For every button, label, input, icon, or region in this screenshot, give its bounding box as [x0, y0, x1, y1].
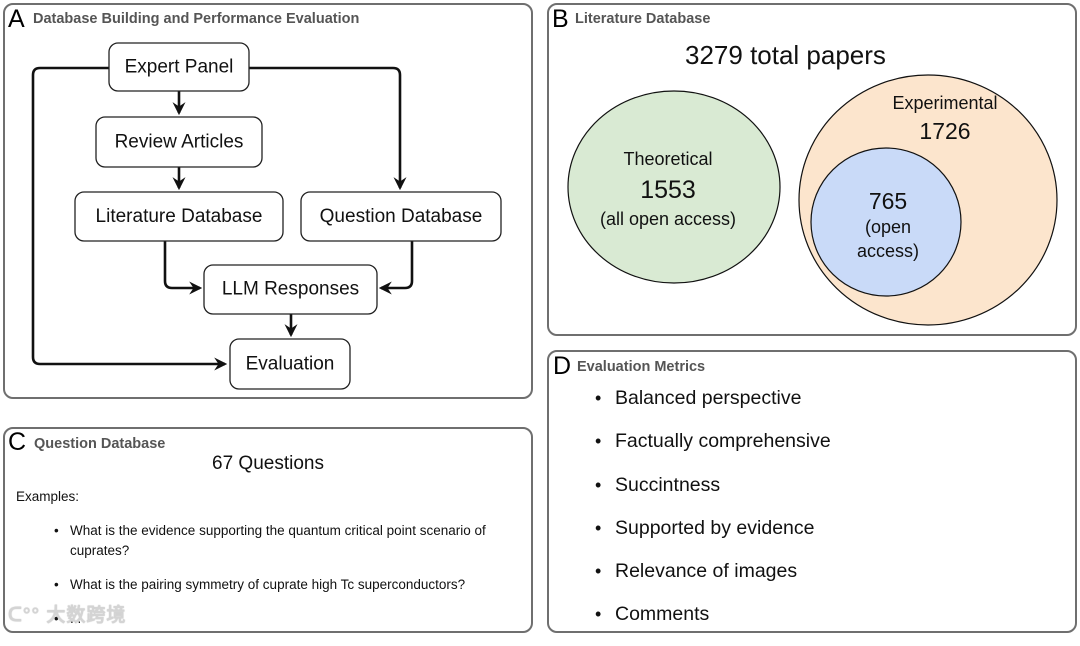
flowchart: Expert Panel Review Articles Literature …: [31, 41, 502, 390]
metric-item: •Factually comprehensive: [595, 430, 831, 453]
theoretical-note: (all open access): [599, 209, 735, 229]
panel-letter: B: [552, 5, 569, 33]
question-item: •...: [54, 611, 82, 626]
node-llm-responses: LLM Responses: [202, 263, 378, 315]
panel-letter: C: [8, 428, 27, 456]
node-expert-panel: Expert Panel: [107, 41, 250, 92]
edge-expert-to-evaluation: [31, 66, 227, 370]
watermark-logo-icon: ᑕ°°: [8, 605, 41, 626]
question-item: •What is the pairing symmetry of cuprate…: [54, 577, 466, 592]
metric-item: •Balanced perspective: [595, 387, 802, 409]
metric-item: •Comments: [595, 603, 710, 626]
svg-text:Literature Database: Literature Database: [95, 206, 262, 227]
experimental-count: 1726: [919, 118, 970, 144]
edge-expert-to-question: [242, 66, 406, 190]
node-question-database: Question Database: [299, 190, 502, 242]
panel-literature-database: B Literature Database 3279 total papers …: [547, 3, 1077, 336]
panel-question-database: C Question Database 67 Questions Example…: [3, 427, 533, 633]
watermark: ᑕ°° 大数跨境: [8, 605, 127, 626]
question-item: •What is the evidence supporting the qua…: [54, 523, 486, 558]
theoretical-count: 1553: [640, 176, 696, 204]
total-papers: 3279 total papers: [685, 40, 886, 70]
svg-text:LLM Responses: LLM Responses: [221, 278, 358, 299]
panel-letter: D: [553, 352, 572, 380]
metric-item: •Supported by evidence: [595, 516, 815, 539]
theoretical-circle: [566, 89, 781, 284]
examples-label: Examples:: [16, 489, 80, 504]
experimental-label: Experimental: [892, 93, 997, 113]
theoretical-label: Theoretical: [623, 149, 712, 169]
open-access-note-1: (open: [864, 217, 910, 237]
question-count: 67 Questions: [212, 453, 324, 474]
edge-literature-to-llm: [163, 240, 202, 294]
panel-evaluation-metrics: D Evaluation Metrics •Balanced perspecti…: [547, 350, 1077, 633]
open-access-circle: [809, 146, 962, 297]
panel-letter: A: [8, 5, 25, 33]
panel-title: Database Building and Performance Evalua…: [33, 11, 360, 27]
panel-database-building: A Database Building and Performance Eval…: [3, 3, 533, 399]
svg-text:Review Articles: Review Articles: [114, 131, 243, 152]
panel-title: Evaluation Metrics: [577, 359, 706, 375]
node-evaluation: Evaluation: [228, 337, 351, 390]
svg-text:Expert Panel: Expert Panel: [124, 56, 233, 77]
open-access-note-2: access): [856, 241, 918, 261]
svg-text:Evaluation: Evaluation: [245, 353, 334, 374]
open-access-count: 765: [868, 188, 906, 214]
panel-title: Literature Database: [575, 11, 711, 27]
venn-diagram: Theoretical 1553 (all open access) Exper…: [566, 73, 1058, 326]
example-questions: •What is the evidence supporting the qua…: [54, 521, 520, 643]
node-literature-database: Literature Database: [73, 190, 284, 242]
svg-text:Question Database: Question Database: [319, 206, 482, 227]
metric-item: •Relevance of images: [595, 560, 798, 583]
edge-question-to-llm: [378, 240, 413, 294]
node-review-articles: Review Articles: [94, 115, 263, 168]
panel-title: Question Database: [34, 436, 166, 452]
metrics-list: •Balanced perspective •Factually compreh…: [595, 386, 831, 646]
metric-item: •Succintness: [595, 473, 721, 496]
